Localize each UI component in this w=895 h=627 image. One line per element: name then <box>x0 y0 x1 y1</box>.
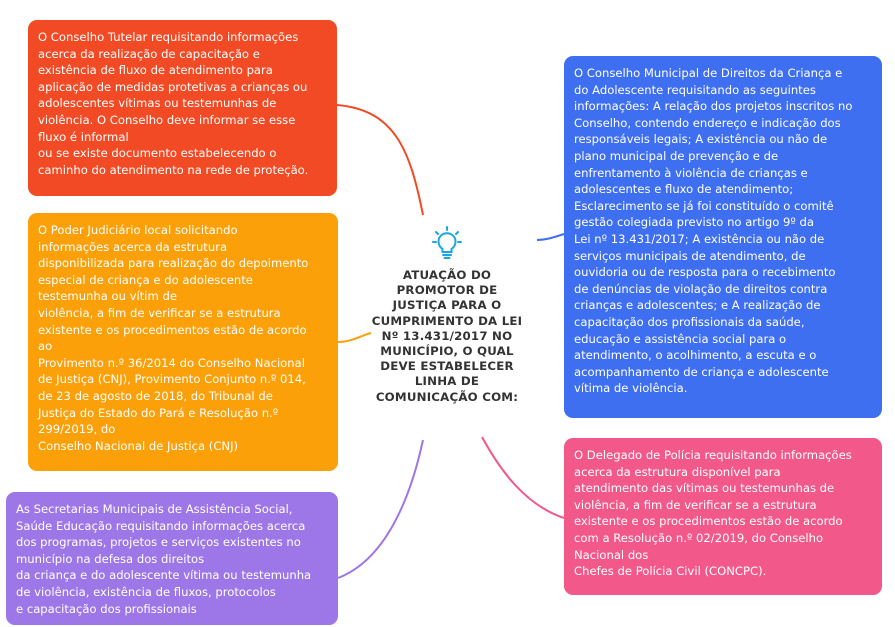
node-conselho-municipal: O Conselho Municipal de Direitos da Cria… <box>564 56 882 418</box>
connector-orange <box>337 332 372 343</box>
node-conselho-tutelar: O Conselho Tutelar requisitando informaç… <box>28 20 337 196</box>
connector-blue <box>536 233 565 241</box>
connector-pink <box>481 436 565 519</box>
central-topic-title: ATUAÇÃO DO PROMOTOR DE JUSTIÇA PARA O CU… <box>371 268 523 404</box>
node-poder-judiciario: O Poder Judiciário local solicitando inf… <box>28 213 338 471</box>
lightbulb-icon <box>432 226 462 259</box>
node-secretarias-municipais: As Secretarias Municipais de Assistência… <box>6 492 338 625</box>
central-topic: ATUAÇÃO DO PROMOTOR DE JUSTIÇA PARA O CU… <box>371 226 523 426</box>
node-delegado-policia: O Delegado de Polícia requisitando infor… <box>564 438 882 595</box>
connector-purple <box>337 439 424 579</box>
connector-red <box>336 104 424 216</box>
